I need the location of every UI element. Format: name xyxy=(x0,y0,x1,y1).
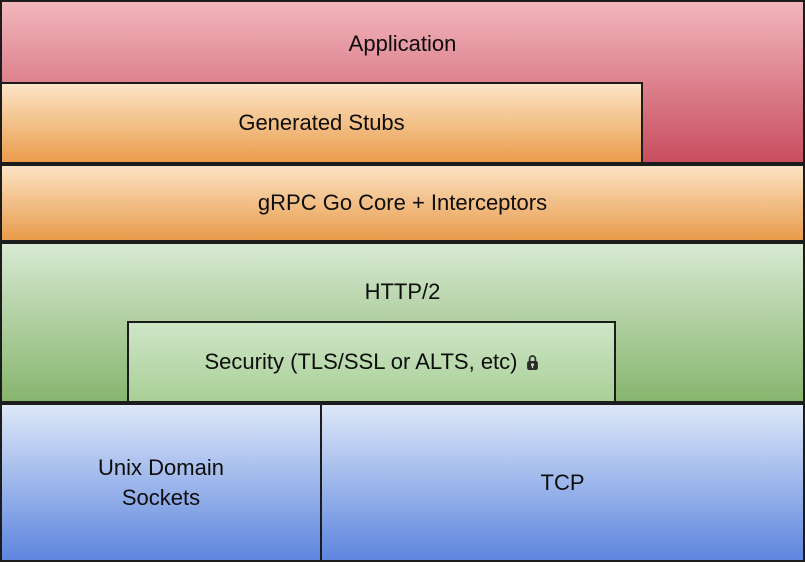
layer-grpc-core: gRPC Go Core + Interceptors xyxy=(0,164,805,242)
layer-grpc-core-label: gRPC Go Core + Interceptors xyxy=(257,190,548,215)
layer-generated-stubs: Generated Stubs xyxy=(0,82,643,164)
layer-tcp: TCP xyxy=(320,403,805,562)
layer-unix-domain-sockets: Unix Domain Sockets xyxy=(0,403,322,562)
layer-tcp-label: TCP xyxy=(540,469,585,495)
layer-security-label: Security (TLS/SSL or ALTS, etc) xyxy=(204,349,518,374)
layer-application-label: Application xyxy=(348,31,457,56)
layer-generated-stubs-label: Generated Stubs xyxy=(238,110,405,135)
layer-unix-domain-sockets-label: Unix Domain Sockets xyxy=(98,454,224,510)
layer-http2-label: HTTP/2 xyxy=(364,279,441,304)
layer-security: Security (TLS/SSL or ALTS, etc) xyxy=(127,321,616,403)
layer-security-content: Security (TLS/SSL or ALTS, etc) xyxy=(205,349,539,375)
lock-icon xyxy=(526,354,539,371)
